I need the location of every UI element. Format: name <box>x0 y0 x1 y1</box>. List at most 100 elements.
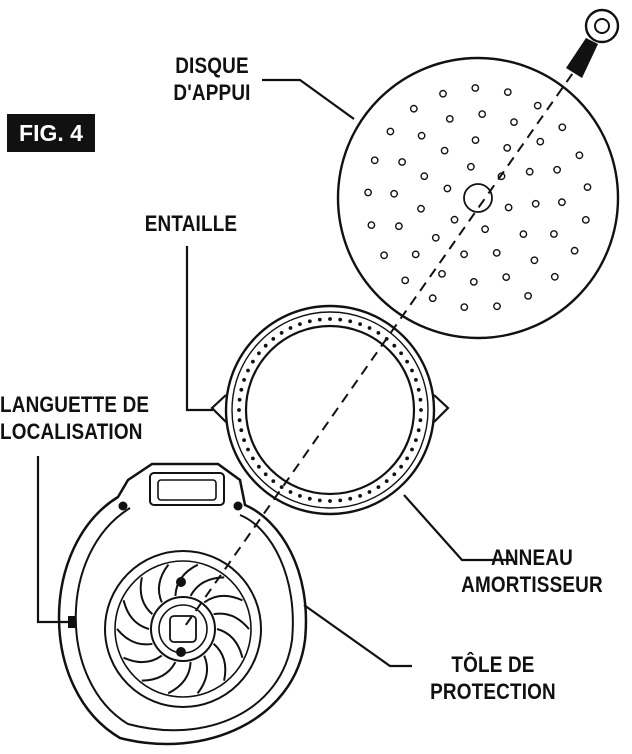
ring-hole <box>419 408 423 412</box>
leader-tole <box>303 604 412 668</box>
ring-hole <box>263 343 268 348</box>
pad-hole <box>431 233 440 242</box>
ring-hole <box>384 479 389 483</box>
pad-hole <box>460 303 469 311</box>
pad-hole <box>558 123 567 132</box>
ring-hole <box>237 418 242 423</box>
fan-blade <box>216 628 244 658</box>
damper-ring <box>210 304 450 516</box>
ring-hole <box>251 359 255 364</box>
ring-hole <box>376 331 381 335</box>
label-backing-pad-line1: DISQUE <box>175 53 249 78</box>
fan-blade <box>141 661 177 682</box>
guard-plate <box>57 462 308 746</box>
label-guard-plate-line2: PROTECTION <box>430 679 556 704</box>
label-locating-tab: LANGUETTE DE LOCALISATION <box>0 391 149 445</box>
pad-hole <box>478 110 487 119</box>
ring-hole <box>279 485 284 489</box>
ring-hole <box>298 494 302 498</box>
pad-hole <box>380 251 388 260</box>
leader-disque <box>262 78 355 120</box>
label-locating-tab-line2: LOCALISATION <box>0 419 143 444</box>
pad-hole <box>466 162 475 171</box>
ring-hole <box>263 472 268 477</box>
label-locating-tab-line1: LANGUETTE DE <box>0 392 150 417</box>
ring-hole <box>414 378 418 382</box>
ring-hole <box>392 343 397 348</box>
fan-blade <box>196 655 209 695</box>
pad-hole <box>553 165 561 174</box>
ring-hole <box>358 322 362 326</box>
ring-hole <box>410 447 414 452</box>
ring-hole <box>317 317 322 322</box>
pad-hole <box>493 302 501 311</box>
label-backing-pad: DISQUE D'APPUI <box>167 52 256 106</box>
ring-hole <box>307 496 312 501</box>
figure-badge: FIG. 4 <box>7 114 95 152</box>
label-notch: ENTAILLE <box>128 210 254 237</box>
pad-hole <box>439 89 447 98</box>
ring-hole <box>410 368 414 373</box>
leader-entaille <box>185 246 213 412</box>
pad-hole <box>519 230 528 239</box>
ring-hole <box>418 418 423 423</box>
ring-hole <box>239 428 244 433</box>
ring-hole <box>418 397 423 402</box>
pad-hole <box>503 143 512 152</box>
ring-hole <box>257 351 261 356</box>
pad-hole <box>401 276 410 285</box>
fan-blade <box>213 612 250 630</box>
pad-hole <box>390 189 398 198</box>
pad-hole <box>471 84 480 92</box>
pad-hole <box>531 199 540 208</box>
ring-hole <box>348 496 353 501</box>
pad-hole <box>420 172 429 181</box>
pad-hole <box>525 167 534 176</box>
pad-hole <box>440 146 449 155</box>
pad-hole <box>469 277 478 286</box>
label-guard-plate: TÔLE DE PROTECTION <box>420 651 566 705</box>
pad-hole <box>503 88 512 97</box>
ring-hole <box>279 331 284 335</box>
pad-hole <box>428 294 437 303</box>
pad-hole <box>471 136 480 145</box>
pad-hole <box>492 248 501 257</box>
pad-hole <box>536 137 545 146</box>
ring-hole <box>399 351 403 356</box>
ring-hole <box>338 317 343 322</box>
fan-blade <box>212 643 227 681</box>
pad-hole <box>550 230 558 238</box>
ring-hole <box>358 494 362 498</box>
fan-blade <box>122 600 150 630</box>
ring-hole <box>237 397 242 402</box>
pad-hole <box>443 184 452 193</box>
pad-hole <box>550 272 559 281</box>
screw <box>566 8 620 78</box>
fan-blade <box>167 662 192 695</box>
pad-hole <box>533 101 542 110</box>
pad-hole <box>504 203 513 212</box>
label-notch-text: ENTAILLE <box>144 211 238 236</box>
ring-hole <box>246 447 250 452</box>
ring-hole <box>348 319 353 324</box>
ring-hole <box>367 490 372 494</box>
ring-hole <box>416 387 421 392</box>
pad-hole <box>394 222 403 231</box>
damper-ring-holes <box>237 317 423 503</box>
ring-hole <box>251 456 255 461</box>
ring-hole <box>317 498 322 503</box>
backing-pad <box>336 56 620 340</box>
pad-hole <box>530 256 539 265</box>
pad-hole <box>510 118 518 127</box>
pad-hole <box>558 198 566 207</box>
ring-hole <box>392 472 397 477</box>
pad-hole <box>502 273 511 281</box>
pad-hole <box>364 188 372 197</box>
ring-hole <box>242 438 247 442</box>
ring-hole <box>288 490 293 494</box>
ring-hole <box>257 464 261 469</box>
ring-hole <box>239 387 244 392</box>
ring-hole <box>246 368 250 373</box>
